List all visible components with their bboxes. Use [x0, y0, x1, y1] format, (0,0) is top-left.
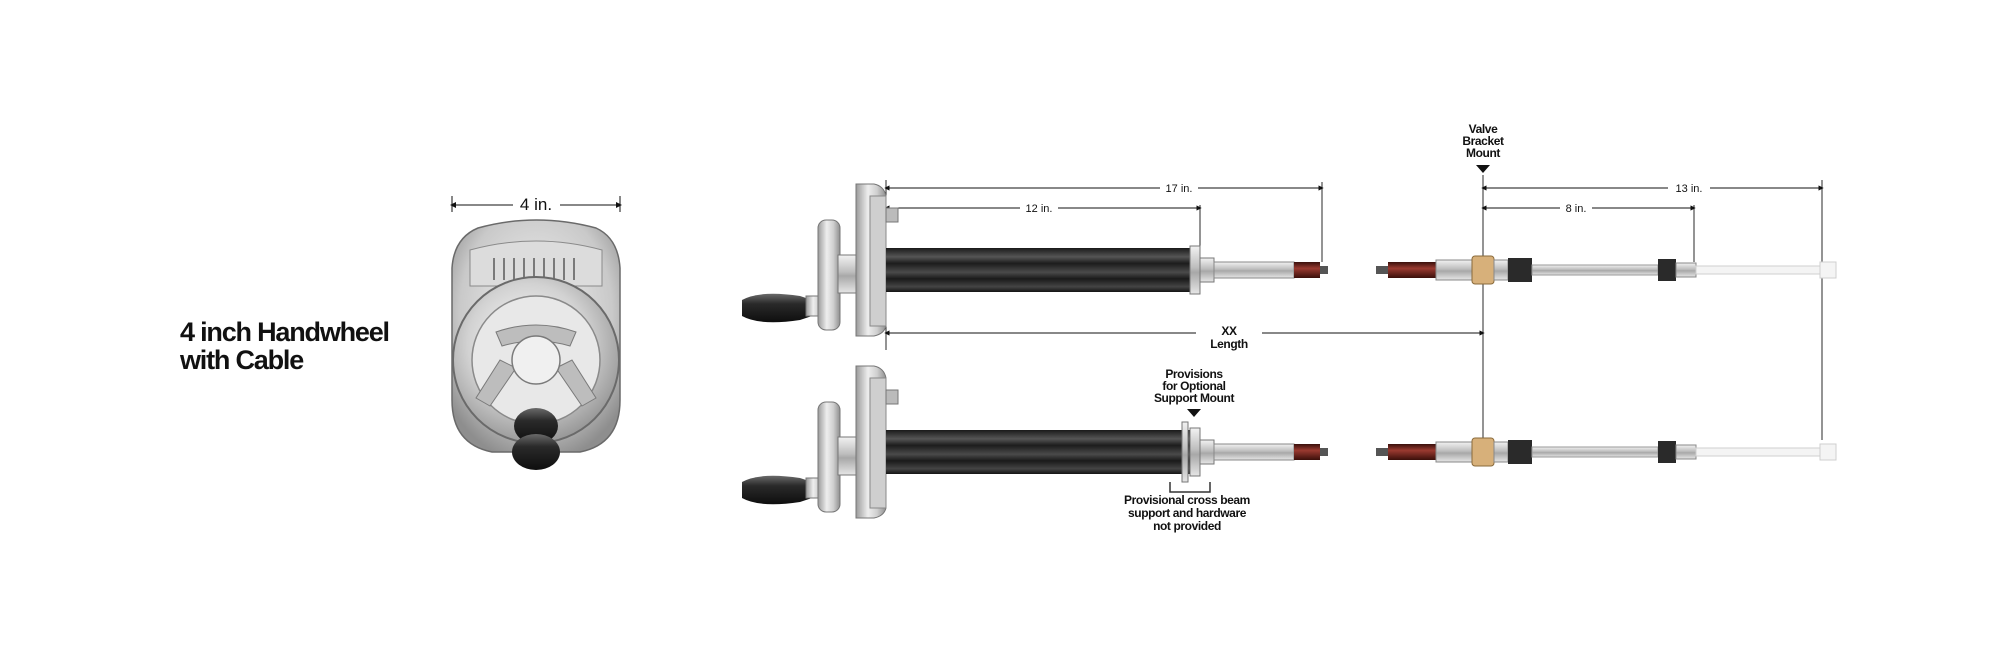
title-line-1: 4 inch Handwheel [180, 317, 390, 347]
rod-end-boot [1658, 441, 1676, 463]
valve-callout-line-1: Valve [1469, 122, 1498, 136]
housing-bolt-top [885, 389, 899, 405]
rod-end-fitting [1675, 444, 1697, 460]
valve-tip [1376, 266, 1388, 274]
provisions-line-2: for Optional [1162, 379, 1225, 393]
valve-bracket-nut [1471, 255, 1495, 285]
valve-callout-line-3: Mount [1466, 146, 1500, 160]
valve-rod [1531, 446, 1659, 458]
title-line-2: with Cable [180, 345, 304, 375]
provisions-line-1: Provisions [1165, 367, 1223, 381]
output-tip [1320, 448, 1328, 456]
dim-12in-label: 12 in. [1026, 203, 1053, 215]
output-sleeve [1213, 443, 1295, 461]
cross-beam-bracket [1169, 482, 1211, 493]
rod-extension-ghost [1695, 447, 1823, 457]
cable-tube [886, 430, 1196, 474]
valve-boot [1508, 258, 1532, 282]
valve-fitting [1435, 441, 1473, 463]
knob-top [514, 408, 558, 444]
rod-end-fitting [1675, 262, 1697, 278]
cable-tube [886, 248, 1196, 292]
valve-callout-line-2: Bracket [1462, 134, 1504, 148]
valve-callout-pointer [1476, 165, 1490, 173]
valve-jam-nut [1493, 259, 1509, 281]
valve-cable-red [1388, 262, 1436, 278]
tube-end-collar [1189, 427, 1201, 477]
provisions-pointer [1187, 409, 1201, 417]
housing-plate [869, 195, 887, 327]
output-tip [1320, 266, 1328, 274]
width-label: 4 in. [520, 195, 552, 214]
dim-xx-label: XX [1221, 324, 1237, 338]
tube-nut [1199, 439, 1215, 465]
valve-jam-nut [1493, 441, 1509, 463]
cross-beam-line-1: Provisional cross beam [1124, 493, 1250, 507]
output-sleeve [1213, 261, 1295, 279]
rod-extension-ghost [1695, 265, 1823, 275]
dim-13in-label: 13 in. [1676, 183, 1703, 195]
tube-nut [1199, 257, 1215, 283]
valve-rod [1531, 264, 1659, 276]
cross-beam-line-3: not provided [1153, 519, 1221, 533]
crank-knob [742, 293, 812, 323]
dim-17in-label: 17 in. [1166, 183, 1193, 195]
valve-fitting [1435, 259, 1473, 281]
page-title: 4 inch Handwheel with Cable [180, 317, 390, 375]
rod-extension-ghost-end [1819, 443, 1837, 461]
tube-end-collar [1189, 245, 1201, 295]
knob-handle [512, 434, 560, 470]
handwheel-hub [511, 335, 561, 385]
valve-boot [1508, 440, 1532, 464]
housing-plate [869, 377, 887, 509]
cable-assembly-top [742, 183, 1837, 337]
rod-end-boot [1658, 259, 1676, 281]
dim-8in-label: 8 in. [1566, 203, 1587, 215]
crank-knob [742, 475, 812, 505]
rod-extension-ghost-end [1819, 261, 1837, 279]
handwheel-side [817, 219, 841, 331]
handwheel-side [817, 401, 841, 513]
valve-tip [1376, 448, 1388, 456]
valve-bracket-nut [1471, 437, 1495, 467]
dim-length-label: Length [1210, 337, 1248, 351]
valve-cable-red [1388, 444, 1436, 460]
housing-bolt-top [885, 207, 899, 223]
support-flange [1181, 421, 1189, 483]
provisions-line-3: Support Mount [1154, 391, 1235, 405]
output-cable-red [1294, 262, 1320, 278]
cross-beam-line-2: support and hardware [1128, 506, 1247, 520]
handwheel-front-view: 4 in. [450, 195, 622, 470]
output-cable-red [1294, 444, 1320, 460]
cable-assembly-bottom [742, 365, 1837, 519]
